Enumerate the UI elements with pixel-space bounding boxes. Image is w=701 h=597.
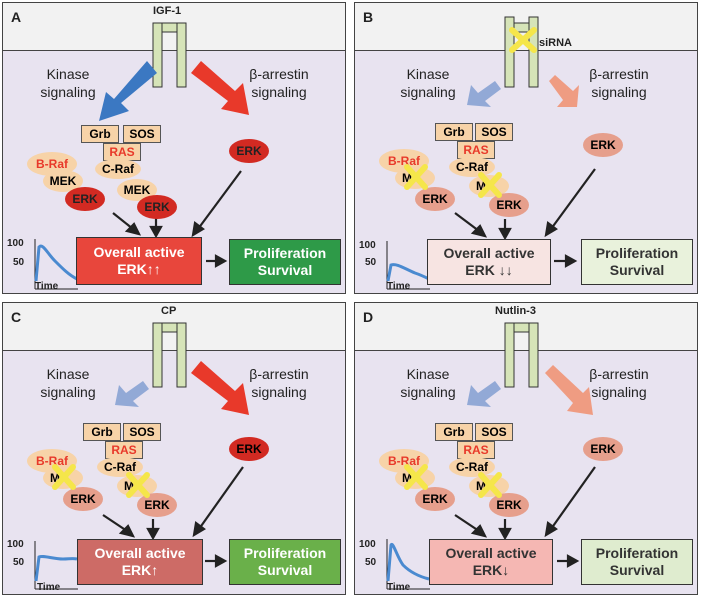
kinase-arrow-icon [467, 381, 501, 407]
craf-node: C-Raf [449, 457, 495, 477]
panel-a-diagram [34, 22, 249, 290]
erk-node: ERK [65, 187, 105, 211]
ras-node: RAS [103, 143, 141, 161]
y-axis-50: 50 [365, 557, 377, 568]
craf-node: C-Raf [95, 159, 141, 179]
panel-b-diagram [386, 16, 596, 290]
arrestin-arrow-icon [549, 75, 579, 107]
kinase-arrow-icon [115, 381, 149, 407]
craf-node: C-Raf [449, 157, 495, 177]
panel-d-diagram [386, 322, 596, 590]
ligand-label: IGF-1 [153, 5, 182, 17]
erk-time-chart [34, 541, 78, 590]
grb-node: Grb [81, 125, 119, 143]
erk-node: ERK [137, 493, 177, 517]
erk-node: ERK [229, 437, 269, 461]
grb-node: Grb [83, 423, 121, 441]
x-axis-time: Time [387, 582, 411, 593]
sos-node: SOS [475, 123, 513, 141]
arrestin-arrow-icon [545, 365, 593, 415]
y-axis-100: 100 [359, 240, 376, 251]
sos-node: SOS [475, 423, 513, 441]
erk-node: ERK [489, 193, 529, 217]
x-axis-time: Time [35, 281, 59, 292]
mek-node: M [43, 467, 83, 489]
receptor-icon [152, 322, 187, 388]
ligand-label: siRNA [539, 37, 573, 49]
erk-node: ERK [63, 487, 103, 511]
craf-node: C-Raf [97, 457, 143, 477]
erk-node: ERK [583, 133, 623, 157]
arrestin-arrow-icon [191, 361, 249, 415]
grb-node: Grb [435, 423, 473, 441]
sos-node: SOS [123, 423, 161, 441]
panel-c-diagram [34, 322, 249, 590]
erk-time-chart [34, 239, 78, 290]
y-axis-100: 100 [7, 539, 24, 550]
erk-time-chart [386, 241, 430, 290]
mek-node: M [395, 167, 435, 189]
y-axis-100: 100 [7, 238, 24, 249]
panel-letter: C [11, 309, 22, 325]
kinase-arrow-icon [99, 61, 157, 121]
ligand-label: CP [161, 305, 177, 317]
y-axis-50: 50 [13, 257, 25, 268]
panel-letter: D [363, 309, 374, 325]
y-axis-100: 100 [359, 539, 376, 550]
erk-node: ERK [583, 437, 623, 461]
arrestin-arrow-icon [191, 61, 249, 115]
panel-letter: A [11, 9, 22, 25]
erk-node: ERK [415, 487, 455, 511]
erk-node: ERK [229, 139, 269, 163]
erk-time-chart [386, 539, 430, 590]
grb-node: Grb [435, 123, 473, 141]
kinase-arrow-icon [467, 81, 501, 107]
mek-node: MEK [43, 170, 83, 192]
erk-node: ERK [489, 493, 529, 517]
receptor-icon [504, 322, 539, 388]
y-axis-50: 50 [365, 257, 377, 268]
panel-letter: B [363, 9, 374, 25]
erk-node: ERK [415, 187, 455, 211]
x-axis-time: Time [37, 582, 61, 593]
ligand-label: Nutlin-3 [495, 305, 536, 317]
mek-node: M [395, 467, 435, 489]
receptor-icon [152, 22, 187, 88]
knockdown-x-icon [509, 27, 537, 53]
x-axis-time: Time [387, 281, 411, 292]
y-axis-50: 50 [13, 557, 25, 568]
erk-node: ERK [137, 195, 177, 219]
sos-node: SOS [123, 125, 161, 143]
